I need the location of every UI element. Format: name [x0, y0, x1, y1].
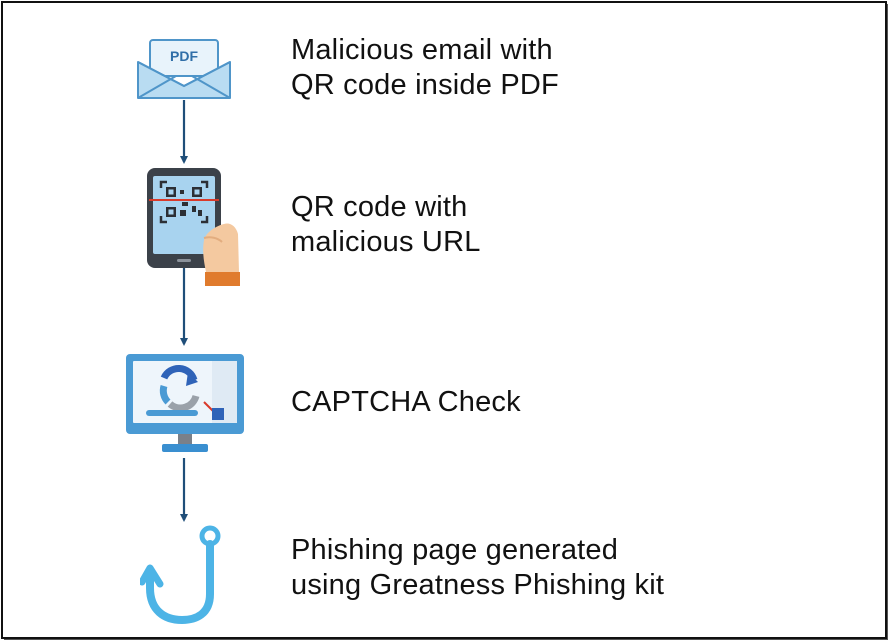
step-1-label-line2: QR code inside PDF: [291, 69, 559, 101]
step-4-label-line1: Phishing page generated: [291, 534, 619, 566]
step-3-label-line1: CAPTCHA Check: [291, 386, 521, 418]
pdf-email-icon: PDF: [137, 39, 231, 99]
captcha-monitor-icon: [126, 354, 244, 452]
step-3-label: CAPTCHA Check: [291, 385, 521, 420]
step-4-label-line2: using Greatness Phishing kit: [291, 569, 665, 601]
step-2-label-line2: malicious URL: [291, 226, 481, 258]
step-4-label: Phishing page generated using Greatness …: [291, 533, 664, 603]
step-2-label-line1: QR code with: [291, 191, 468, 223]
step-1-label-line1: Malicious email with: [291, 34, 553, 66]
step-2-label: QR code with malicious URL: [291, 190, 481, 260]
phishing-hook-icon: [140, 525, 221, 624]
qr-phone-scan-icon: [147, 168, 240, 286]
pdf-badge-text: PDF: [170, 48, 198, 64]
step-1-label: Malicious email with QR code inside PDF: [291, 33, 559, 103]
